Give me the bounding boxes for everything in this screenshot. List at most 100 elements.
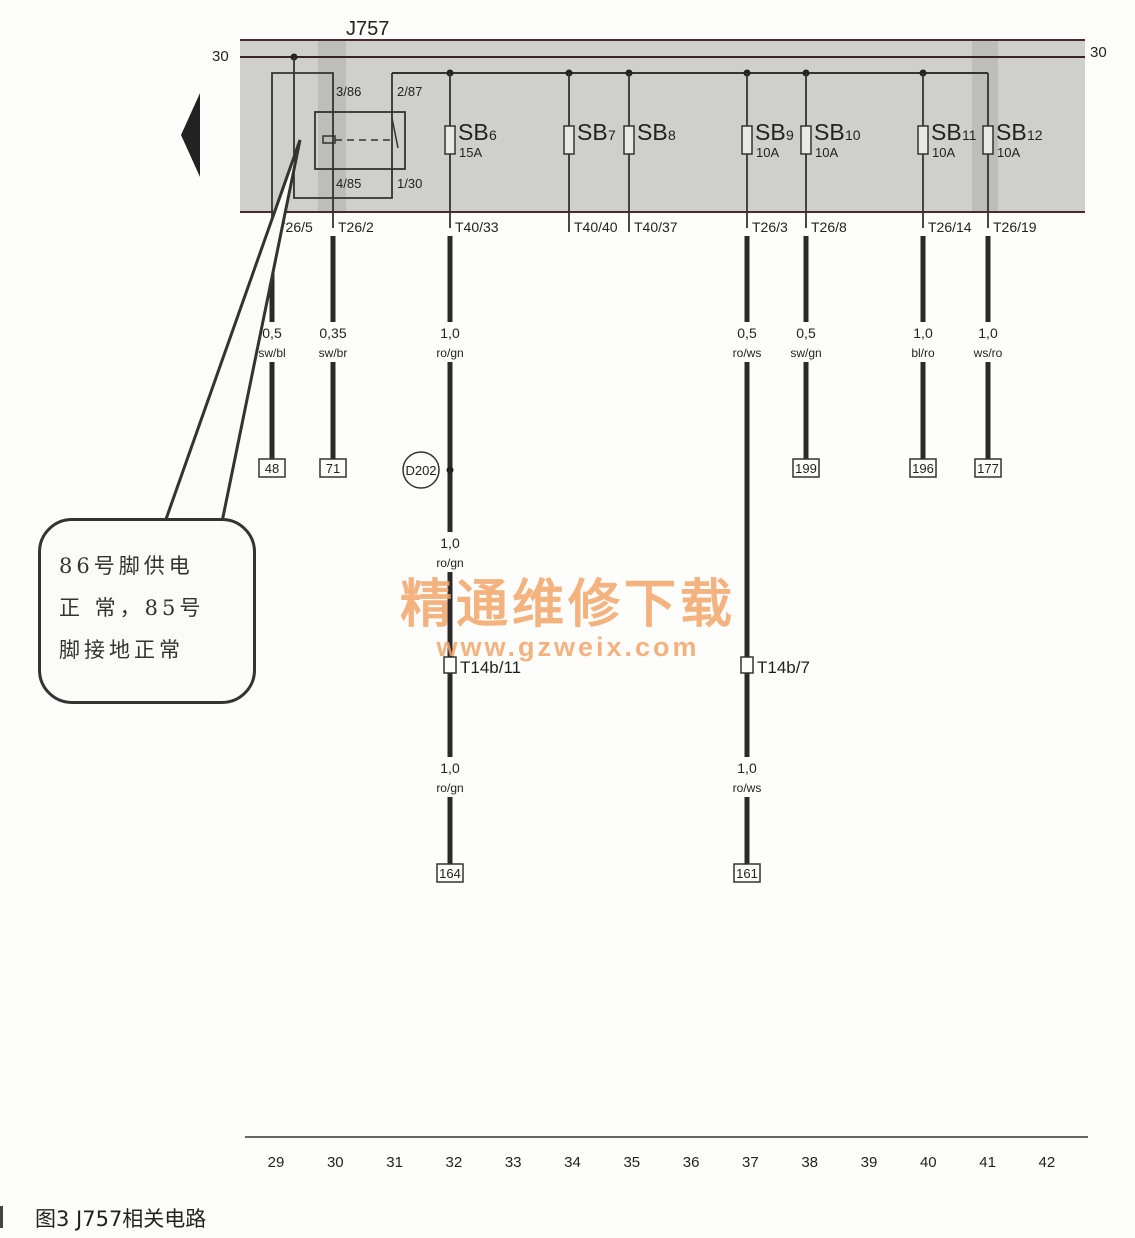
track-number: 30 <box>327 1154 344 1171</box>
wire-gauge: 1,0 <box>978 325 998 341</box>
connector-label: T26/8 <box>811 219 847 235</box>
fuse-icon <box>917 125 929 155</box>
component-label: J757 <box>346 18 389 40</box>
fuse-subscript: 7 <box>608 127 616 143</box>
fuse-icon <box>623 125 635 155</box>
wire-gauge: 0,5 <box>796 325 816 341</box>
reference-number: 196 <box>912 461 934 476</box>
track-number: 42 <box>1039 1154 1056 1171</box>
fuse-label: SB <box>458 119 489 145</box>
fuse-label: SB <box>577 119 608 145</box>
splice-dot <box>446 466 454 474</box>
wire-color: sw/gn <box>790 346 821 360</box>
inline-connector-icon <box>740 656 754 674</box>
wire-gauge: 1,0 <box>737 760 757 776</box>
wire-gauge: 0,5 <box>262 325 282 341</box>
track-number: 33 <box>505 1154 522 1171</box>
fuse-subscript: 8 <box>668 127 676 143</box>
track-number: 35 <box>623 1154 640 1171</box>
wire-color: ro/gn <box>436 346 463 360</box>
splice-label: D202 <box>405 463 436 478</box>
wire-color: ro/ws <box>733 346 762 360</box>
track-number: 40 <box>920 1154 937 1171</box>
fuse-icon <box>444 125 456 155</box>
figure-caption: 图3 J757相关电路 <box>35 1207 207 1231</box>
reference-box <box>258 458 286 478</box>
wire-gauge: 1,0 <box>440 325 460 341</box>
fuse-icon <box>800 125 812 155</box>
reference-box <box>909 458 937 478</box>
reference-box <box>733 863 761 883</box>
callout-bubble: 86号脚供电 正 常，85号 脚接地正常 <box>38 518 256 704</box>
fuse-icon <box>741 125 753 155</box>
fuse-subscript: 10 <box>845 127 861 143</box>
j757-module-box <box>240 40 1085 212</box>
page-edge-mark <box>0 1206 3 1228</box>
reference-number: 48 <box>265 461 279 476</box>
relay-pin-label: 3/86 <box>336 84 361 99</box>
fuse-subscript: 11 <box>962 127 977 143</box>
shade-band <box>318 40 346 212</box>
reference-number: 177 <box>977 461 999 476</box>
label-bg <box>903 322 943 362</box>
watermark-text: 精通维修下载 <box>400 576 736 634</box>
fuse-rating: 10A <box>756 145 779 160</box>
fuse-label: SB <box>637 119 668 145</box>
connector-label: T26/3 <box>752 219 788 235</box>
wire-gauge: 0,35 <box>319 325 346 341</box>
track-number: 34 <box>564 1154 581 1171</box>
fuse-rating: 10A <box>815 145 838 160</box>
relay-symbol <box>314 111 406 170</box>
fuse-icon <box>563 125 575 155</box>
track-number: 36 <box>683 1154 700 1171</box>
reference-number: 199 <box>795 461 817 476</box>
reference-number: 164 <box>439 866 461 881</box>
connector-label: T40/37 <box>634 219 678 235</box>
inline-connector-label: T14b/11 <box>460 658 521 677</box>
track-number: 38 <box>801 1154 818 1171</box>
track-number: 31 <box>386 1154 403 1171</box>
relay-pin-label: 1/30 <box>397 176 422 191</box>
relay-coil-wire <box>271 72 334 228</box>
callout-line-3: 脚接地正常 <box>59 638 184 662</box>
label-bg <box>727 757 767 797</box>
wire-color: ro/ws <box>733 781 762 795</box>
track-number: 41 <box>979 1154 996 1171</box>
wire-color: sw/br <box>319 346 348 360</box>
left-arrow-icon <box>181 93 200 177</box>
wire-color: ro/gn <box>436 781 463 795</box>
wire-color: ro/gn <box>436 556 463 570</box>
fuse-label: SB <box>996 119 1027 145</box>
relay-pin-label: 4/85 <box>336 176 361 191</box>
terminal-30-left: 30 <box>212 48 229 65</box>
connector-label: T26/19 <box>993 219 1037 235</box>
track-number: 32 <box>446 1154 463 1171</box>
fuse-rating: 10A <box>932 145 955 160</box>
fuse-rating: 10A <box>997 145 1020 160</box>
inline-connector-icon <box>443 656 457 674</box>
label-bg <box>727 322 767 362</box>
relay-wire <box>293 57 393 199</box>
reference-box <box>974 458 1002 478</box>
fuse-label: SB <box>814 119 845 145</box>
inline-connector-label: T14b/7 <box>757 658 810 677</box>
wire-gauge: 1,0 <box>440 760 460 776</box>
connector-label: T40/33 <box>455 219 499 235</box>
label-bg <box>968 322 1008 362</box>
label-bg <box>430 532 470 572</box>
callout-line-1: 86号脚供电 <box>59 554 194 578</box>
fuse-icon <box>982 125 994 155</box>
track-number: 29 <box>268 1154 285 1171</box>
connector-label: T40/40 <box>574 219 618 235</box>
callout-line-2: 正 常，85号 <box>59 596 205 620</box>
wire-gauge: 0,5 <box>737 325 757 341</box>
wire-color: sw/bl <box>258 346 285 360</box>
fuse-label: SB <box>931 119 962 145</box>
label-bg <box>313 322 353 362</box>
watermark-url: www.gzweix.com <box>435 632 699 662</box>
wire-color: bl/ro <box>911 346 935 360</box>
connector-label: T26/2 <box>338 219 374 235</box>
reference-number: 71 <box>326 461 340 476</box>
wire-gauge: 1,0 <box>913 325 933 341</box>
